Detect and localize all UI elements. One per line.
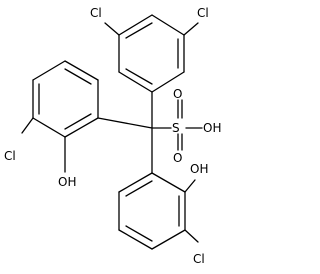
oh-right-label: OH: [190, 162, 208, 176]
left-ring: [32, 60, 99, 138]
oxygen-top-label: O: [173, 87, 182, 101]
cl-top-right-label: Cl: [197, 6, 209, 20]
bottom-ring: [118, 172, 186, 250]
cl-bottom-right-label: Cl: [193, 252, 205, 266]
cl-left-label: Cl: [4, 149, 16, 163]
cl-top-left-label: Cl: [90, 6, 102, 20]
sulfonic-oh-label: OH: [203, 121, 221, 135]
oxygen-bottom-label: O: [173, 151, 182, 165]
sulfur-label: S: [172, 121, 180, 135]
structure-diagram: Cl Cl S O O OH Cl OH OH C: [4, 6, 221, 266]
oh-left-label: OH: [58, 175, 76, 189]
top-ring: [118, 14, 185, 93]
